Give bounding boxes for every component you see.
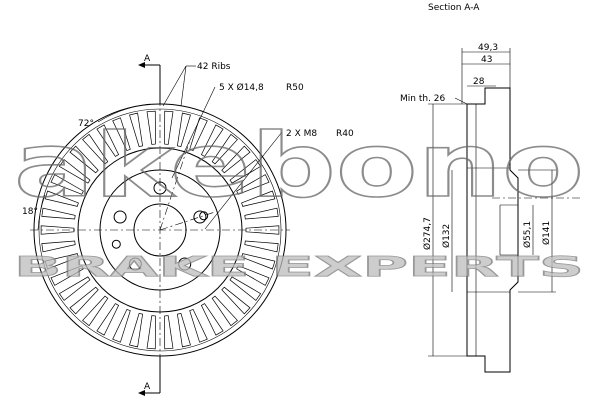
- bolt-hole: [193, 210, 207, 224]
- rib: [221, 145, 251, 174]
- min-th-leader: [454, 97, 468, 105]
- watermark: akebono BRAKE EXPERTS: [13, 113, 585, 283]
- cooling-ribs: [40, 110, 280, 350]
- rib: [69, 286, 99, 315]
- rib: [44, 190, 79, 207]
- rib: [244, 240, 279, 253]
- angle-line-18: [159, 211, 216, 231]
- rib: [229, 159, 262, 184]
- holes-radius-label: R50: [286, 83, 304, 93]
- threaded-holes: [111, 211, 209, 249]
- rib: [189, 117, 208, 152]
- dim-hub-dia-label: Ø132: [441, 224, 452, 248]
- rib: [200, 124, 224, 157]
- rib: [200, 303, 224, 336]
- section-cut-markers: A A: [138, 54, 161, 396]
- min-thickness-label: Min th. 26: [400, 94, 446, 104]
- threads-leader: [204, 131, 283, 230]
- rib: [164, 315, 174, 350]
- dim-hat-width: 43: [481, 55, 492, 65]
- rib: [189, 308, 208, 343]
- section-title: Section A-A: [428, 3, 480, 13]
- ribs-leader-1: [162, 65, 187, 107]
- rib: [112, 117, 131, 152]
- angle-18-label: 18°: [22, 207, 38, 217]
- rib: [50, 265, 84, 286]
- rib: [211, 133, 238, 165]
- rib: [244, 207, 279, 220]
- rib: [44, 253, 79, 270]
- section-view: Section A-A 49,3 43 28 Min th. 26 Ø27: [400, 3, 582, 373]
- rib: [236, 174, 270, 195]
- rib: [177, 112, 191, 148]
- rib: [241, 253, 276, 270]
- rib: [129, 112, 143, 148]
- threaded-hole: [199, 211, 209, 221]
- rib: [177, 312, 191, 348]
- rib: [58, 276, 91, 301]
- dim-disc-width: 28: [473, 77, 485, 87]
- rib: [164, 110, 174, 145]
- rib: [229, 276, 262, 301]
- rib: [96, 303, 120, 336]
- cut-label-top: A: [144, 54, 151, 64]
- rib: [236, 265, 270, 286]
- rib: [241, 190, 276, 207]
- section-outline: [466, 87, 519, 373]
- rib: [245, 225, 280, 235]
- cut-arrowhead-top: [138, 62, 145, 68]
- rib: [69, 145, 99, 174]
- angle-arc-72: [97, 103, 151, 123]
- rib: [58, 159, 91, 184]
- bolt-hole: [113, 210, 127, 224]
- dim-outer-dia-label: Ø274,7: [422, 217, 433, 250]
- rib: [146, 315, 156, 350]
- rib: [221, 286, 251, 315]
- rib: [96, 124, 120, 157]
- cut-label-bottom: A: [144, 382, 151, 392]
- dim-total-width: 49,3: [478, 43, 498, 53]
- holes-leader: [171, 86, 216, 179]
- angle-72-label: 72°: [78, 119, 94, 129]
- front-view: 18° 72°: [22, 98, 290, 362]
- ribs-leader-2: [180, 65, 187, 107]
- rib: [112, 308, 131, 343]
- rib: [41, 207, 76, 220]
- rib: [82, 295, 109, 327]
- dim-hat-dia-label: Ø141: [541, 221, 552, 245]
- rib: [41, 240, 76, 253]
- bolt-hole: [178, 257, 192, 271]
- callouts: 42 Ribs 5 X Ø14,8 R50 2 X M8 R40: [162, 62, 354, 230]
- holes-label: 5 X Ø14,8: [219, 82, 264, 93]
- rib: [129, 312, 143, 348]
- rib: [82, 133, 109, 165]
- angle-arc-18: [37, 194, 46, 231]
- dim-bore-dia-label: Ø55,1: [522, 221, 533, 248]
- threads-label: 2 X M8: [286, 129, 317, 139]
- cut-arrowhead-bottom: [138, 390, 145, 396]
- watermark-tagline: BRAKE EXPERTS: [14, 250, 584, 283]
- rib: [211, 295, 238, 327]
- rib: [40, 225, 75, 235]
- threads-radius-label: R40: [336, 129, 354, 139]
- rib: [50, 174, 84, 195]
- ribs-label: 42 Ribs: [197, 62, 231, 72]
- bolt-hole: [128, 257, 142, 271]
- threaded-hole: [111, 239, 121, 249]
- watermark-logo: akebono: [14, 114, 584, 217]
- rib: [146, 110, 156, 145]
